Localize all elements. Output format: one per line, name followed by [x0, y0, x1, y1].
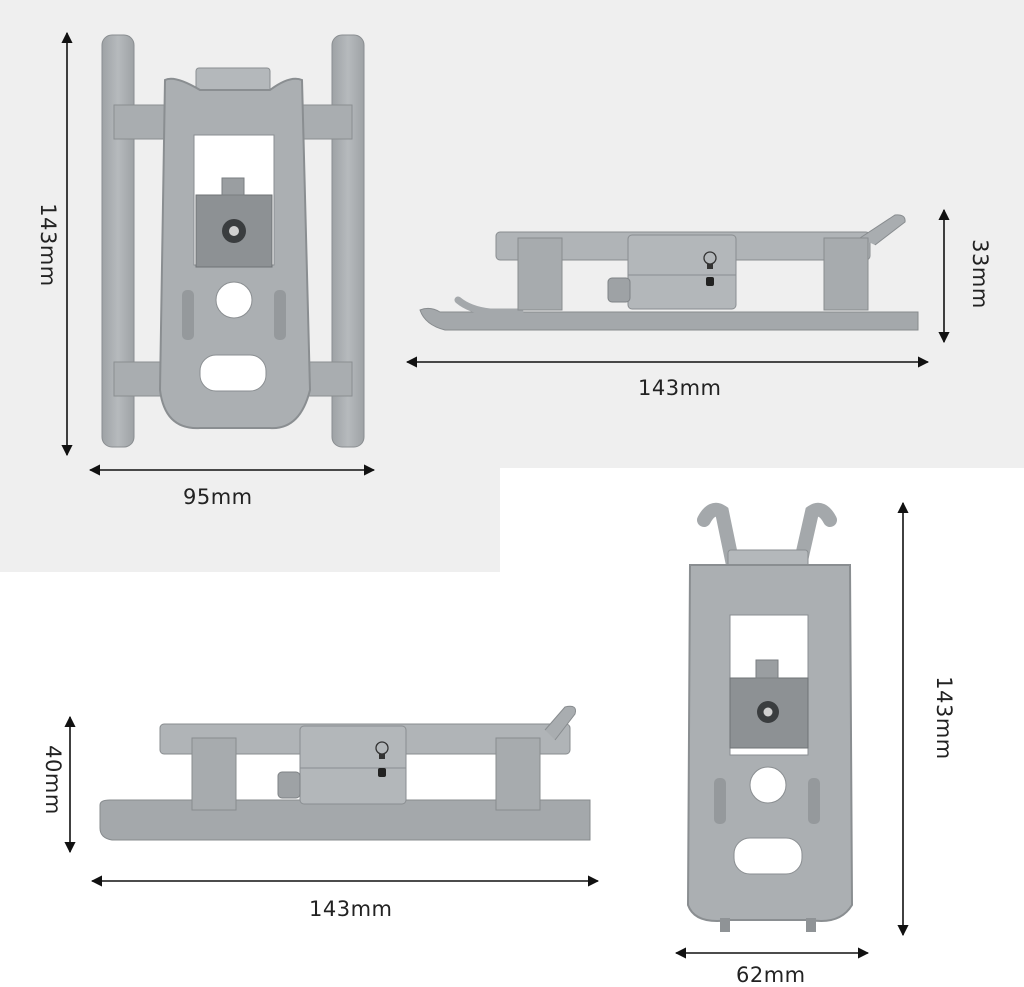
light-bulb-icon: [375, 741, 389, 759]
side-view-bottom-length-label: 143mm: [309, 897, 393, 921]
side-view-extended: [64, 705, 600, 887]
side-view-top-height-label: 33mm: [967, 239, 992, 309]
folded-view-height-label: 143mm: [931, 676, 956, 760]
folded-view-width-label: 62mm: [736, 963, 806, 987]
side-view-compact: [405, 208, 950, 368]
top-view-width-label: 95mm: [183, 485, 253, 509]
top-view-unfolded: [61, 31, 376, 476]
top-view-height-label: 143mm: [35, 203, 60, 287]
folded-view: [674, 501, 909, 959]
side-view-bottom-height-label: 40mm: [40, 745, 65, 815]
side-view-top-length-label: 143mm: [638, 376, 722, 400]
light-bulb-icon: [703, 251, 717, 269]
